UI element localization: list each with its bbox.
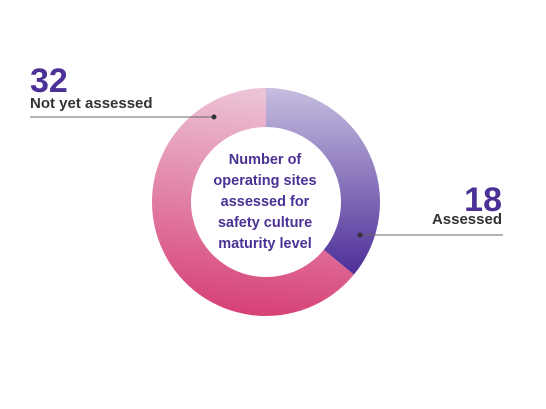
center-label: Number of operating sites assessed for s… [213,152,317,252]
value-not-yet-assessed: 32 [30,62,68,100]
leader-dot-not-yet-assessed [211,114,217,120]
label-not-yet-assessed: Not yet assessed [30,95,153,112]
leader-dot-assessed [357,232,363,238]
slice-assessed [266,88,380,275]
label-assessed: Assessed [431,211,502,228]
slice-not-yet-assessed [151,88,354,316]
value-assessed: 18 [464,181,502,219]
